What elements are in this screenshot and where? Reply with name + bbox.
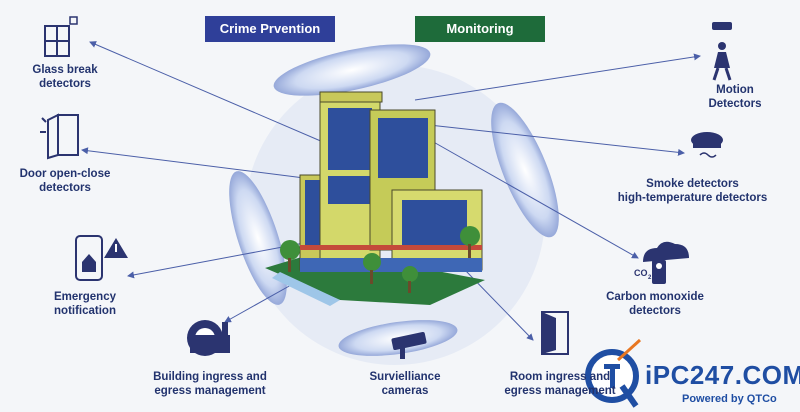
arrow-carbon <box>429 139 639 259</box>
arrow-door <box>81 147 321 181</box>
crime-prevention-banner: Crime Prvention <box>205 16 335 42</box>
monitoring-banner: Monitoring <box>415 16 545 42</box>
lens-top <box>273 44 431 96</box>
door-icon <box>40 113 79 160</box>
label-building: Building ingress and egress management <box>153 371 267 397</box>
label-room: Room ingress and egress management <box>504 371 616 397</box>
walkway <box>272 272 340 306</box>
arrow-motion <box>414 53 701 101</box>
arrow-smoke <box>419 123 685 156</box>
camera-icon <box>391 331 427 359</box>
label-emergency: Emergency notification <box>53 291 116 317</box>
phone-alert-icon <box>75 235 128 281</box>
arrow-glass-break <box>89 41 331 146</box>
svg-text:CO: CO <box>634 268 648 278</box>
window-icon <box>44 16 78 57</box>
brand-logo-icon <box>585 338 642 408</box>
building-illustration <box>299 91 483 272</box>
label-glass-break: Glass break detectors <box>32 64 98 90</box>
label-door: Door open-close detectors <box>19 168 111 194</box>
svg-text:2: 2 <box>648 275 652 281</box>
co2-sensor-icon: CO 2 <box>634 241 689 284</box>
brand-tagline: Powered by QTCo <box>682 393 777 405</box>
factory-gear-icon <box>187 320 230 356</box>
label-surveillance: Survielliance cameras <box>369 371 441 397</box>
label-smoke: Smoke detectors high-temperature detecto… <box>617 178 768 204</box>
smoke-detector-icon <box>691 132 723 158</box>
label-motion: Motion Detectors <box>708 84 762 110</box>
arrow-building <box>224 279 301 323</box>
label-carbon: Carbon monoxide detectors <box>606 291 704 317</box>
trees <box>280 226 480 293</box>
brand-name: iPC247.COM <box>645 360 800 390</box>
room-door-icon <box>541 311 569 355</box>
motion-sensor-icon <box>712 22 732 81</box>
lens-left <box>229 171 287 305</box>
